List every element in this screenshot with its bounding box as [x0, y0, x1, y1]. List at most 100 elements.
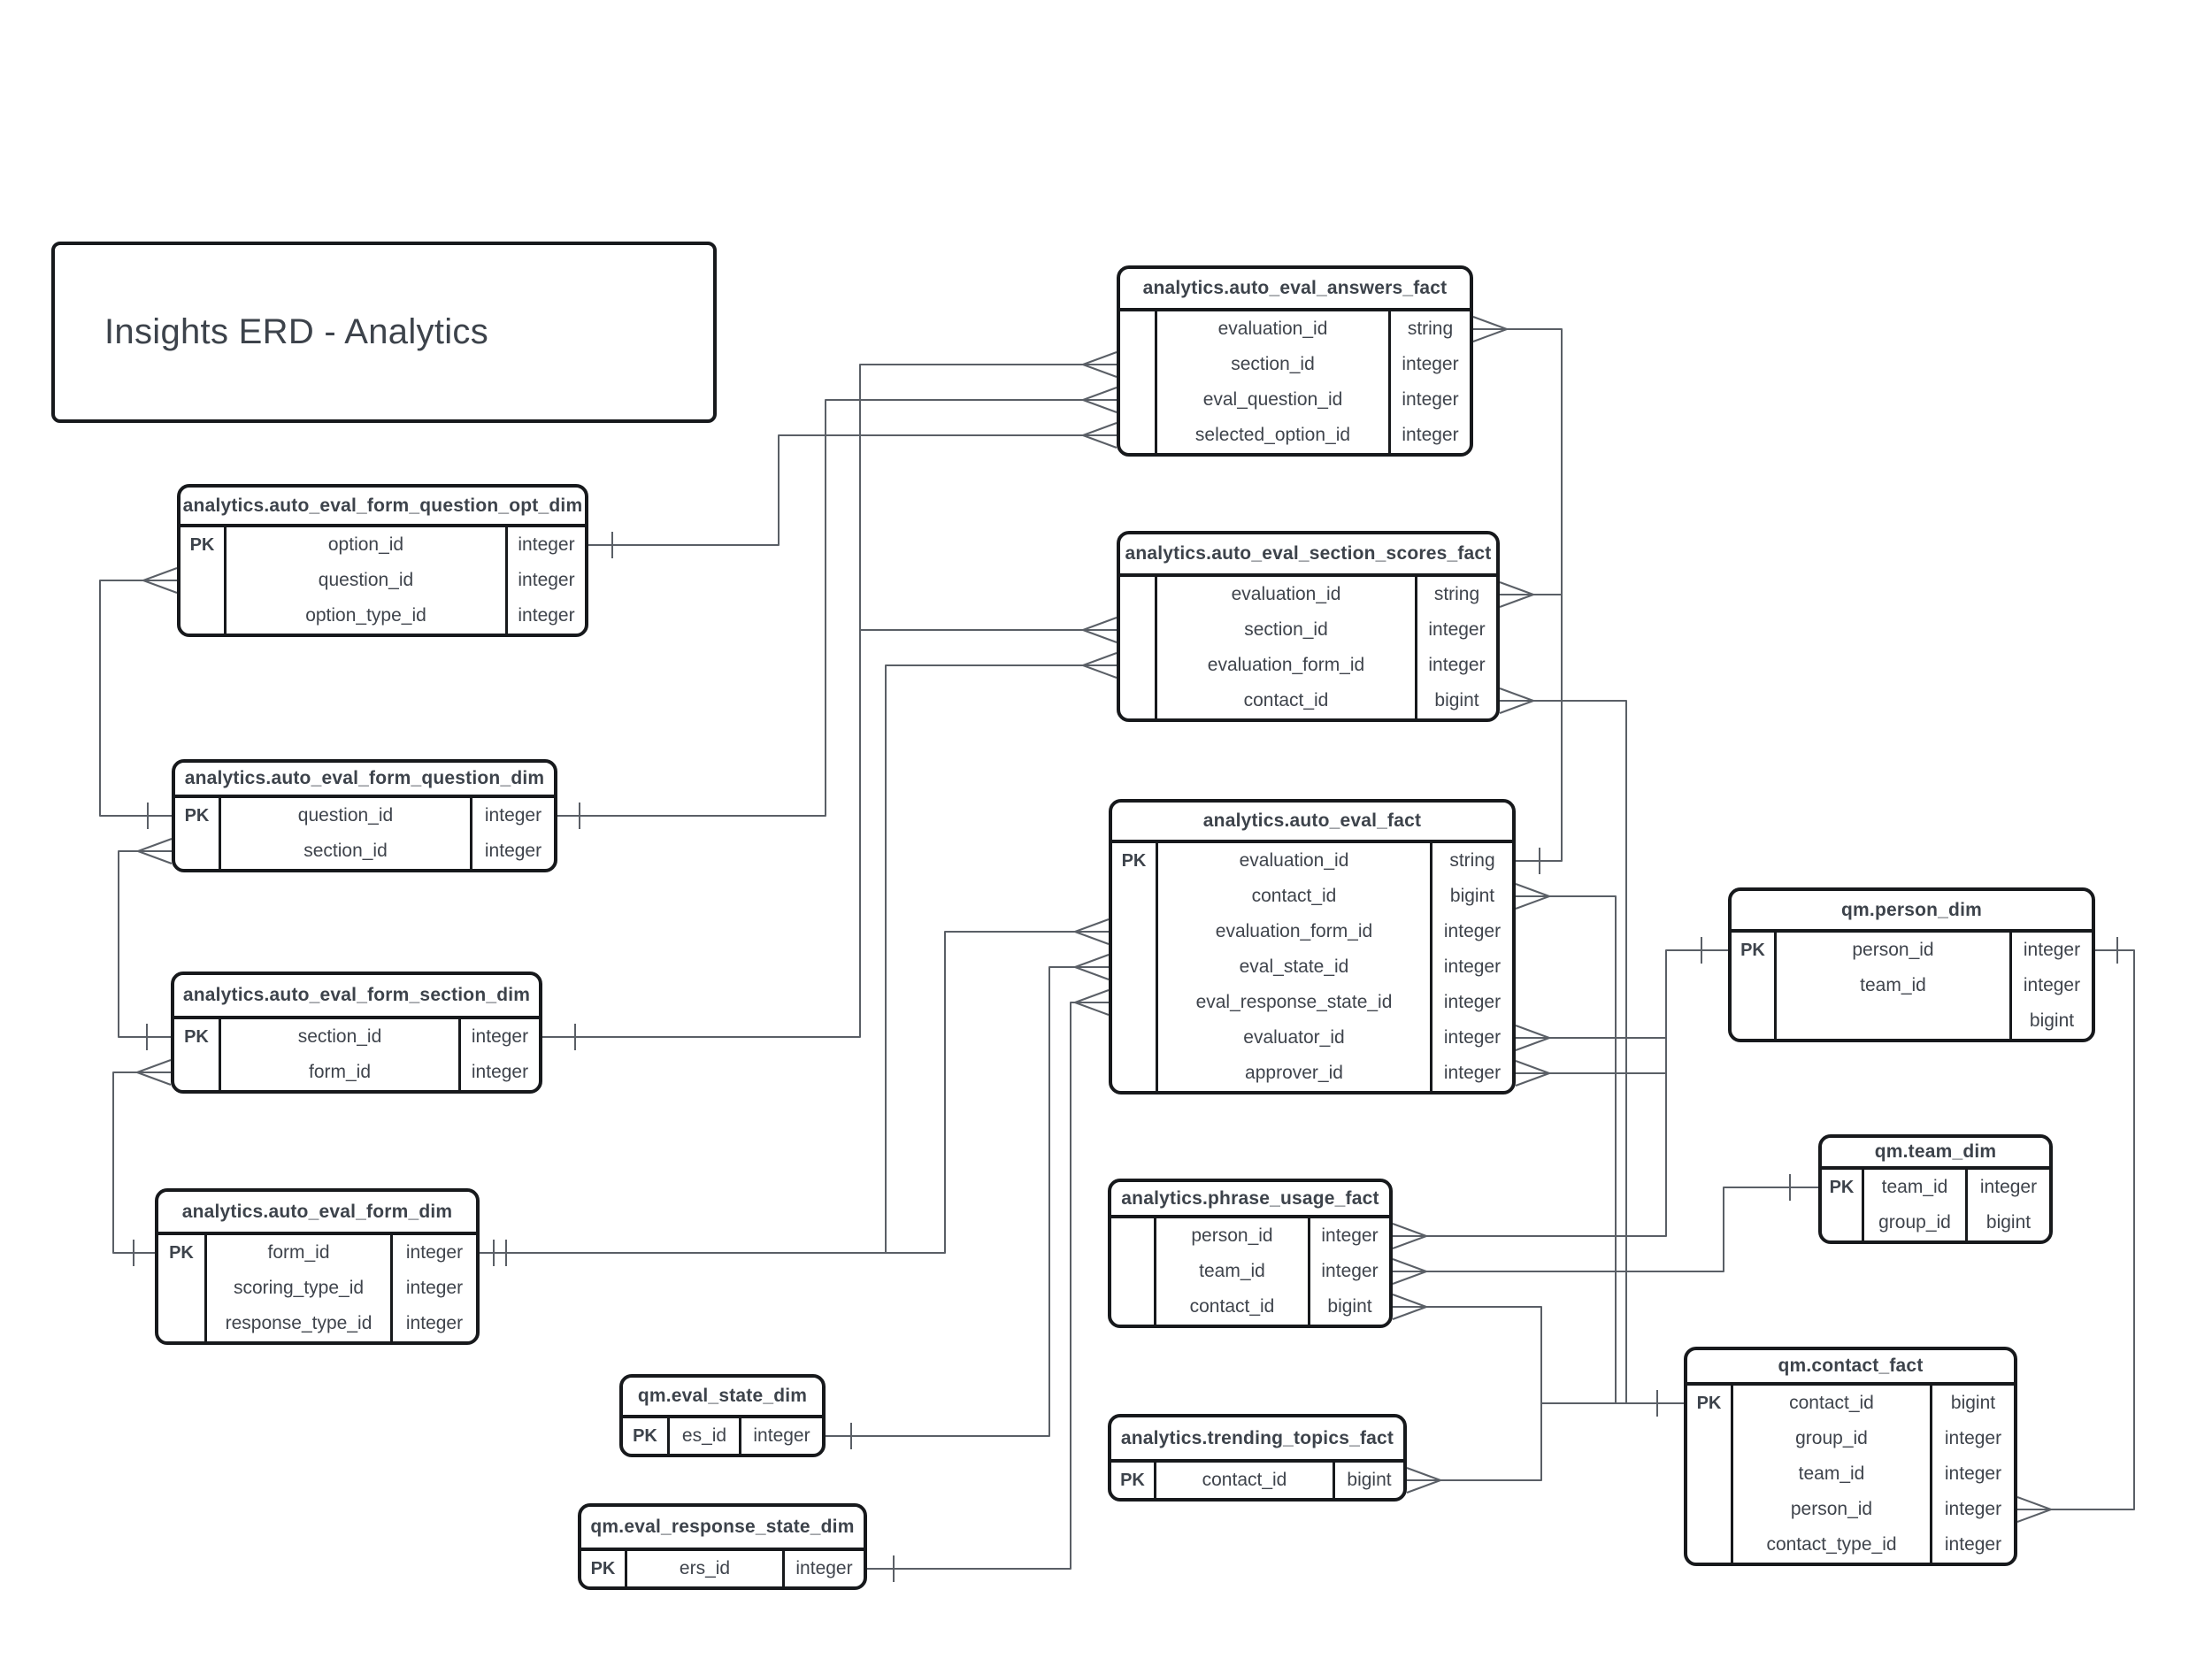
field-name: section_id: [1157, 612, 1417, 648]
field-type: integer: [1321, 1225, 1379, 1246]
pk-marker: PK: [1112, 843, 1158, 879]
field-type: integer: [1944, 1499, 2002, 1519]
field-row: contact_id bigint: [1120, 683, 1496, 718]
pk-cell-empty: [1687, 1421, 1733, 1456]
entity-analytics.auto_eval_form_question_opt_dim: analytics.auto_eval_form_question_opt_di…: [177, 484, 588, 637]
pk-cell-empty: [175, 833, 221, 869]
field-name: contact_id: [1156, 1289, 1310, 1325]
pk-marker: PK: [1732, 933, 1777, 968]
entity-title: analytics.auto_eval_form_question_dim: [175, 763, 554, 798]
field-type: integer: [1428, 655, 1486, 675]
pk-cell-empty: [1687, 1456, 1733, 1492]
field-name: option_type_id: [227, 598, 508, 634]
pk-cell-empty: [1120, 311, 1157, 347]
field-name: evaluation_id: [1158, 843, 1432, 879]
field-type: integer: [484, 805, 542, 826]
field-type: integer: [471, 1026, 529, 1047]
crowfoot-many-icon: [1082, 351, 1118, 378]
field-name: person_id: [1156, 1218, 1310, 1254]
pk-cell-empty: [1120, 418, 1157, 453]
pk-cell-empty: [1687, 1527, 1733, 1563]
field-type: integer: [1443, 921, 1502, 941]
pk-cell-empty: [158, 1271, 207, 1306]
field-name: section_id: [221, 1019, 461, 1055]
crowfoot-many-icon: [137, 838, 173, 864]
field-type: bigint: [1449, 886, 1495, 906]
crowfoot-many-icon: [1082, 652, 1118, 679]
relationship-wire: [2051, 949, 2135, 1510]
pk-cell-empty: [1112, 1020, 1158, 1056]
crowfoot-many-icon: [1082, 617, 1118, 643]
field-type: string: [1449, 850, 1495, 871]
field-name: team_id: [1777, 968, 2012, 1003]
field-type: integer: [1402, 425, 1459, 445]
diagram-title-box: Insights ERD - Analytics: [51, 242, 717, 423]
pk-cell-empty: [1732, 1003, 1777, 1039]
relationship-wire: [1549, 895, 1617, 1403]
crowfoot-many-icon: [1406, 1467, 1441, 1494]
field-type: integer: [2023, 940, 2081, 960]
pk-cell-empty: [1687, 1492, 1733, 1527]
pk-cell-empty: [1112, 879, 1158, 914]
field-type: bigint: [1347, 1470, 1392, 1490]
field-type: integer: [1944, 1463, 2002, 1484]
field-type: bigint: [1985, 1212, 2032, 1233]
field-name: group_id: [1864, 1205, 1968, 1240]
relationship-wire: [557, 399, 1083, 817]
entity-title: analytics.phrase_usage_fact: [1111, 1182, 1389, 1218]
field-type: integer: [1944, 1428, 2002, 1448]
crowfoot-many-icon: [2016, 1496, 2052, 1523]
field-type: integer: [405, 1242, 464, 1263]
field-name: scoring_type_id: [207, 1271, 393, 1306]
field-name: question_id: [221, 798, 472, 833]
pk-cell-empty: [1112, 1056, 1158, 1091]
field-type: integer: [471, 1062, 529, 1082]
field-name: contact_id: [1157, 683, 1417, 718]
pk-marker: PK: [1822, 1170, 1864, 1205]
pk-cell-empty: [1120, 612, 1157, 648]
pk-marker: PK: [623, 1418, 670, 1454]
relationship-wire: [1426, 949, 1728, 1237]
pk-cell-empty: [1111, 1289, 1156, 1325]
pk-cell-empty: [1120, 577, 1157, 612]
field-type: integer: [1443, 956, 1502, 977]
pk-cell-empty: [1120, 648, 1157, 683]
field-type: bigint: [1434, 690, 1479, 710]
crowfoot-many-icon: [1074, 918, 1110, 945]
relationship-wire: [826, 966, 1075, 1437]
field-name: question_id: [227, 563, 508, 598]
field-type: integer: [484, 841, 542, 861]
field-name: evaluator_id: [1158, 1020, 1432, 1056]
crowfoot-many-icon: [1392, 1223, 1427, 1249]
entity-title: analytics.auto_eval_form_dim: [158, 1192, 476, 1235]
field-name: selected_option_id: [1157, 418, 1391, 453]
relationship-wire: [118, 850, 171, 1038]
entity-title: analytics.auto_eval_form_question_opt_di…: [180, 488, 585, 527]
relationship-wire: [1440, 1403, 1542, 1481]
crowfoot-many-icon: [1392, 1294, 1427, 1320]
pk-marker: PK: [158, 1235, 207, 1271]
field-name: ers_id: [627, 1551, 785, 1586]
field-name: form_id: [221, 1055, 461, 1090]
relationship-wire: [542, 364, 1083, 1038]
pk-cell-empty: [180, 563, 227, 598]
pk-cell-empty: [174, 1055, 221, 1090]
pk-cell-empty: [1120, 347, 1157, 382]
pk-cell-empty: [1822, 1205, 1864, 1240]
